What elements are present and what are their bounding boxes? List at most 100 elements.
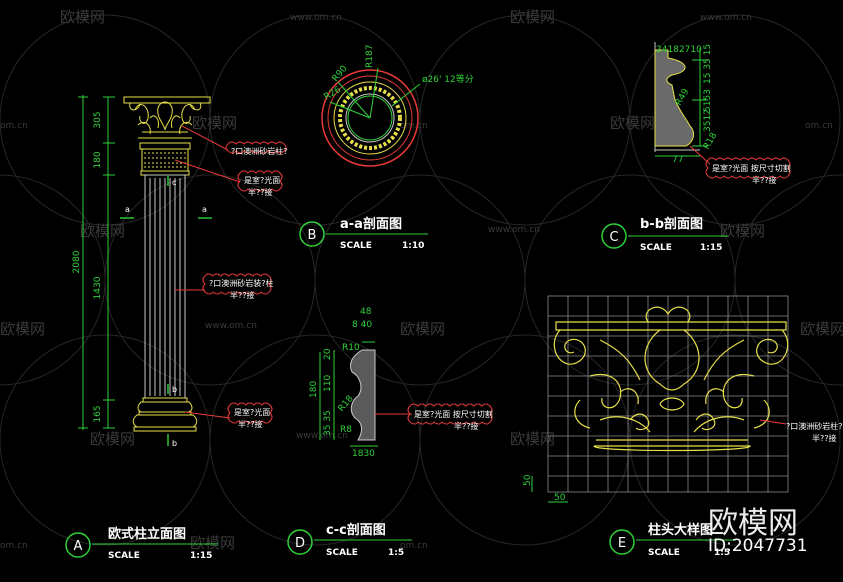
dim-r18: R18 <box>702 131 720 152</box>
elevation-base <box>132 397 198 432</box>
title-d-scale: 1:5 <box>388 548 404 558</box>
title-b-letter: B <box>308 228 317 243</box>
section-mark-b-bottom: b <box>172 439 177 448</box>
note-cc-joint: 半??接 <box>454 421 479 431</box>
svg-text:www.om.cn: www.om.cn <box>205 321 257 331</box>
svg-text:www.om.cn: www.om.cn <box>296 431 348 441</box>
title-a-scale-label: SCALE <box>108 551 140 561</box>
section-cc: 48 8 40 R10 20 110 180 R18 35 35 R8 1830… <box>309 307 493 459</box>
svg-text:www.om.cn: www.om.cn <box>700 13 752 23</box>
note-cc-finish: 是室?光面 按尺寸切割 <box>414 409 493 419</box>
svg-text:欧模网: 欧模网 <box>510 8 555 26</box>
svg-text:欧模网: 欧模网 <box>0 320 45 338</box>
title-d-name: c-c剖面图 <box>326 522 386 538</box>
title-e-letter: E <box>618 536 626 551</box>
dim-r49: R49 <box>674 87 692 108</box>
dim-1430: 1430 <box>93 276 103 299</box>
title-e-scale: 1:5 <box>714 548 730 558</box>
dim-110: 110 <box>323 375 333 392</box>
title-e-scale-label: SCALE <box>648 548 680 558</box>
title-c-scale: 1:15 <box>700 243 722 253</box>
title-e-name: 柱头大样图 <box>648 522 713 538</box>
svg-text:www.om.cn: www.om.cn <box>488 225 540 235</box>
svg-text:欧模网: 欧模网 <box>400 320 445 338</box>
dim-r8: R8 <box>340 425 352 435</box>
dim-180: 180 <box>309 381 319 398</box>
title-b-scale-label: SCALE <box>340 241 372 251</box>
note-necking-joint: 半??接 <box>248 187 273 197</box>
elevation-dims: 305 180 2080 1430 165 <box>72 111 103 422</box>
dim-2080: 2080 <box>72 250 82 273</box>
note-base-joint: 半??接 <box>238 419 263 429</box>
note-bb-finish: 是室?光面 按尺寸切割 <box>712 163 791 173</box>
dim-r26: R26 <box>323 85 344 103</box>
dim-r187: R187 <box>365 45 375 68</box>
title-block-d: D c-c剖面图 SCALE 1:5 <box>287 522 412 558</box>
svg-text:om.cn: om.cn <box>400 121 428 131</box>
note-capital-material: ?口澳洲砂岩柱? <box>231 146 288 156</box>
section-mark-a-right: a <box>202 205 207 214</box>
note-necking-finish: 是室?光面 <box>244 175 280 185</box>
title-a-letter: A <box>74 539 83 554</box>
svg-text:欧模网: 欧模网 <box>720 222 765 240</box>
svg-text:欧模网: 欧模网 <box>800 320 843 338</box>
title-block-c: C b-b剖面图 SCALE 1:15 <box>601 216 728 253</box>
dim-flutes: ø26' 12等分 <box>422 73 474 85</box>
column-elevation: 305 180 2080 1430 165 <box>72 95 288 448</box>
dim-r10: R10 <box>342 343 360 353</box>
dim-840: 8 40 <box>352 320 372 330</box>
title-a-name: 欧式柱立面图 <box>108 526 186 542</box>
dim-r90: R90 <box>331 64 350 84</box>
brand-id: ID:2047731 <box>708 536 808 556</box>
dim-right-a: 15 35 15 <box>703 44 713 84</box>
dim-180: 180 <box>93 151 103 168</box>
title-block-b: B a-a剖面图 SCALE 1:10 <box>299 216 428 251</box>
svg-text:欧模网: 欧模网 <box>192 114 237 132</box>
title-d-letter: D <box>295 536 305 551</box>
note-capital-detail-material: ?口澳洲砂岩柱? <box>786 421 843 431</box>
svg-text:om.cn: om.cn <box>400 541 428 551</box>
section-mark-a-left: a <box>125 205 130 214</box>
dim-right-c: 3512 <box>703 109 713 132</box>
section-mark-b-top: b <box>172 385 177 394</box>
title-c-letter: C <box>609 230 618 245</box>
section-aa: R90 R187 R26 ø26' 12等分 <box>321 45 474 167</box>
svg-text:欧模网: 欧模网 <box>80 222 125 240</box>
svg-text:om.cn: om.cn <box>0 541 28 551</box>
title-d-scale-label: SCALE <box>326 548 358 558</box>
dim-grid-horizontal: 50 <box>554 493 566 503</box>
dim-width-77: 77 <box>672 155 683 165</box>
svg-text:om.cn: om.cn <box>805 121 833 131</box>
title-a-scale: 1:15 <box>190 551 212 561</box>
dim-3535: 35 35 <box>323 410 333 436</box>
note-shaft-material: ?口澳洲砂岩装?柱 <box>209 278 274 288</box>
svg-text:欧模网: 欧模网 <box>60 8 105 26</box>
title-b-scale: 1:10 <box>402 241 424 251</box>
svg-text:欧模网: 欧模网 <box>190 534 235 552</box>
svg-text:om.cn: om.cn <box>0 121 28 131</box>
title-block-a: A 欧式柱立面图 SCALE 1:15 <box>65 526 218 561</box>
svg-text:欧模网: 欧模网 <box>610 114 655 132</box>
capital-detail: 50 50 ?口澳洲砂岩柱? 半??接 <box>523 295 843 503</box>
dim-right-b: 5153 <box>703 89 713 112</box>
svg-text:欧模网: 欧模网 <box>510 430 555 448</box>
section-mark-c: c <box>172 178 176 187</box>
elevation-shaft <box>144 174 186 399</box>
dim-165: 165 <box>93 405 103 422</box>
section-bb: 24182710 R49 15 35 15 5153 3512 R18 77 是… <box>654 42 791 185</box>
svg-text:欧模网: 欧模网 <box>90 430 135 448</box>
note-base-finish: 是室?光面 <box>234 407 270 417</box>
note-capital-detail-joint: 半??接 <box>812 433 837 443</box>
title-b-name: a-a剖面图 <box>340 216 402 232</box>
note-shaft-joint: 半??接 <box>230 290 255 300</box>
dim-48: 48 <box>360 307 372 317</box>
elevation-capital <box>123 96 211 144</box>
dim-20: 20 <box>323 348 333 360</box>
dim-305: 305 <box>93 111 103 128</box>
brand-watermark: 欧模网 <box>708 506 798 541</box>
svg-text:www.om.cn: www.om.cn <box>290 13 342 23</box>
watermark-text: 欧模网 www.om.cn 欧模网 www.om.cn om.cn 欧模网 om… <box>0 8 843 552</box>
title-c-scale-label: SCALE <box>640 243 672 253</box>
watermark-layer <box>0 14 843 546</box>
